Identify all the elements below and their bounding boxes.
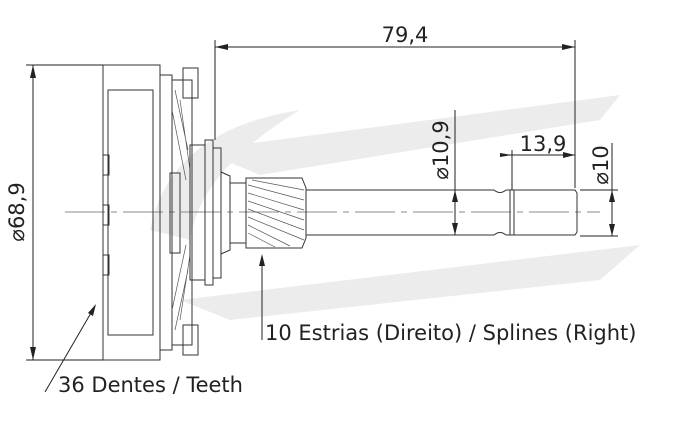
pinion-diameter-label: ⌀10,9 bbox=[429, 120, 453, 179]
watermark-logo bbox=[150, 95, 640, 320]
splines-leader bbox=[259, 254, 265, 340]
dimension-overall-length bbox=[214, 40, 576, 188]
shaft-end-length-label: 13,9 bbox=[520, 132, 567, 156]
dimension-shaft-end-length bbox=[500, 150, 575, 190]
shaft-end-diameter-label: ⌀10 bbox=[589, 145, 613, 184]
housing-diameter-label: ⌀68,9 bbox=[5, 182, 29, 241]
dimension-shaft-end-diameter bbox=[580, 143, 618, 237]
teeth-annotation: 36 Dentes / Teeth bbox=[58, 373, 243, 397]
splines-annotation: 10 Estrias (Direito) / Splines (Right) bbox=[265, 321, 636, 345]
teeth-leader bbox=[44, 304, 96, 393]
dimension-housing-diameter bbox=[26, 64, 103, 361]
output-shaft bbox=[306, 189, 578, 236]
overall-length-label: 79,4 bbox=[382, 23, 429, 47]
drive-housing bbox=[102, 64, 222, 361]
pinion-gear bbox=[220, 171, 307, 255]
dimension-pinion-diameter bbox=[452, 110, 458, 235]
